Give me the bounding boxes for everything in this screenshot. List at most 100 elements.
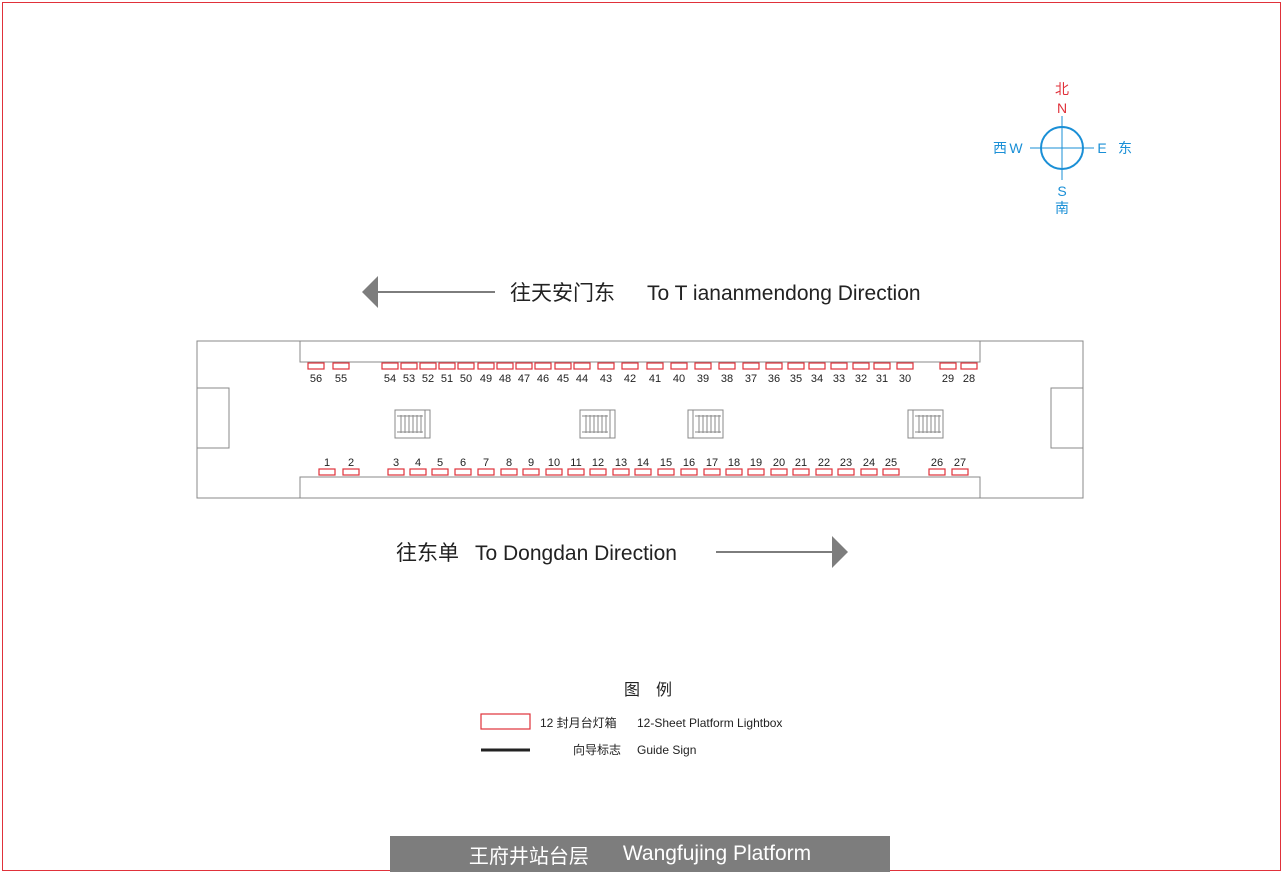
platform-outline [196, 340, 1084, 499]
lightbox-number: 50 [460, 373, 472, 385]
direction-east: 往东单 To Dongdan Direction [396, 536, 848, 568]
lightbox-box [787, 362, 805, 370]
lightbox-box [457, 362, 475, 370]
lightbox-box [837, 468, 855, 476]
lightbox-box [438, 362, 456, 370]
arrow-right-icon [832, 536, 848, 568]
lightbox-31: 31 [873, 362, 891, 385]
lightbox-27: 27 [951, 457, 969, 476]
lightbox-box [860, 468, 878, 476]
lightbox-number: 40 [673, 373, 685, 385]
legend-lightbox-cn: 12 封月台灯箱 [540, 715, 617, 730]
footer-banner: 王府井站台层 Wangfujing Platform [390, 836, 890, 872]
lightbox-box [873, 362, 891, 370]
compass-east-en: E [1097, 140, 1106, 156]
lightbox-box [680, 468, 698, 476]
direction-top-cn: 往天安门东 [510, 281, 615, 305]
lightbox-box [477, 362, 495, 370]
direction-bottom-en: To Dongdan Direction [475, 542, 677, 565]
lightbox-box [882, 468, 900, 476]
lightbox-box [815, 468, 833, 476]
lightbox-number: 18 [728, 457, 740, 469]
lightbox-40: 40 [670, 362, 688, 385]
lightbox-number: 43 [600, 373, 612, 385]
legend-lightbox-swatch [480, 713, 531, 730]
lightbox-box [522, 468, 540, 476]
compass-rose: 北 N S 南 E 东 W 西 [993, 82, 1132, 217]
lightbox-box [342, 468, 360, 476]
lightbox-box [621, 362, 639, 370]
lightbox-box [381, 362, 399, 370]
lightbox-26: 26 [928, 457, 946, 476]
compass-west-en: W [1009, 140, 1023, 156]
legend: 图 例 12 封月台灯箱 12-Sheet Platform Lightbox … [480, 680, 782, 757]
lightbox-49: 49 [477, 362, 495, 385]
lightbox-number: 2 [348, 457, 354, 469]
lightbox-number: 52 [422, 373, 434, 385]
lightbox-46: 46 [534, 362, 552, 385]
lightbox-number: 14 [637, 457, 649, 469]
lightbox-box [634, 468, 652, 476]
lightbox-number: 45 [557, 373, 569, 385]
lightbox-box [477, 468, 495, 476]
lightbox-number: 26 [931, 457, 943, 469]
legend-sign-cn: 向导标志 [573, 742, 621, 757]
lightbox-box [454, 468, 472, 476]
lightbox-37: 37 [742, 362, 760, 385]
lightbox-42: 42 [621, 362, 639, 385]
lightbox-number: 3 [393, 457, 399, 469]
lightbox-box [419, 362, 437, 370]
lightbox-38: 38 [718, 362, 736, 385]
lightbox-number: 27 [954, 457, 966, 469]
lightbox-number: 56 [310, 373, 322, 385]
lightbox-39: 39 [694, 362, 712, 385]
lightbox-number: 15 [660, 457, 672, 469]
lightbox-number: 8 [506, 457, 512, 469]
lightbox-box [597, 362, 615, 370]
lightbox-13: 13 [612, 457, 630, 476]
lightbox-number: 7 [483, 457, 489, 469]
lightbox-number: 36 [768, 373, 780, 385]
direction-bottom-cn: 往东单 [396, 541, 459, 565]
lightbox-number: 16 [683, 457, 695, 469]
lightbox-number: 42 [624, 373, 636, 385]
lightbox-number: 24 [863, 457, 875, 469]
arrow-left-icon [362, 276, 378, 308]
lightbox-box [747, 468, 765, 476]
compass-south-en: S [1057, 183, 1066, 199]
lightbox-number: 38 [721, 373, 733, 385]
lightbox-number: 41 [649, 373, 661, 385]
lightbox-box [852, 362, 870, 370]
lightbox-number: 32 [855, 373, 867, 385]
stair-icon [907, 409, 944, 439]
compass-north-cn: 北 [1055, 82, 1069, 98]
lightbox-44: 44 [573, 362, 591, 385]
lightbox-5: 5 [431, 457, 449, 476]
lightbox-number: 29 [942, 373, 954, 385]
compass-west-cn: 西 [993, 141, 1007, 157]
lightbox-number: 48 [499, 373, 511, 385]
lightbox-box [387, 468, 405, 476]
lightbox-25: 25 [882, 457, 900, 476]
lightbox-number: 44 [576, 373, 588, 385]
lightbox-number: 10 [548, 457, 560, 469]
lightbox-9: 9 [522, 457, 540, 476]
lightbox-number: 25 [885, 457, 897, 469]
lightbox-29: 29 [939, 362, 957, 385]
lightbox-box [400, 362, 418, 370]
lightbox-number: 1 [324, 457, 330, 469]
lightbox-box [612, 468, 630, 476]
lightbox-number: 47 [518, 373, 530, 385]
lightbox-box [670, 362, 688, 370]
staircases [394, 409, 944, 439]
compass-north-en: N [1057, 100, 1067, 116]
lightbox-48: 48 [496, 362, 514, 385]
lightbox-box [554, 362, 572, 370]
lightbox-box [742, 362, 760, 370]
lightbox-box [646, 362, 664, 370]
lightbox-36: 36 [765, 362, 783, 385]
lightbox-box [409, 468, 427, 476]
lightbox-23: 23 [837, 457, 855, 476]
lightbox-number: 11 [570, 457, 581, 469]
